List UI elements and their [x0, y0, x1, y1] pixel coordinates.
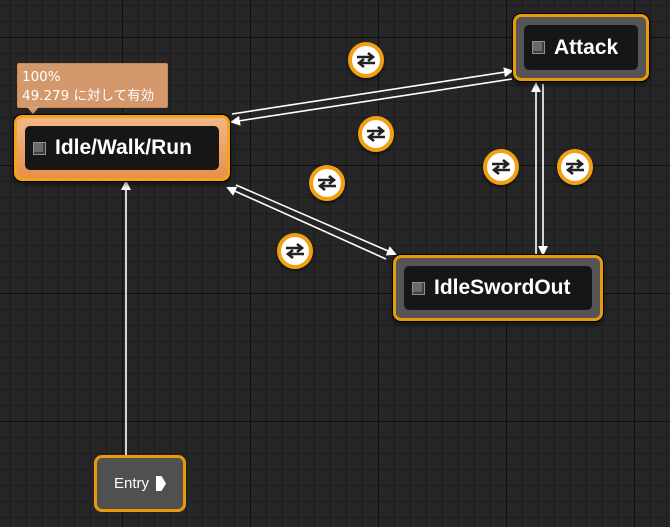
transition-icon-idle-walk-run-to-attack[interactable]: [348, 42, 384, 78]
state-debug-tooltip: 100% 49.279 に対して有効: [17, 63, 168, 108]
bidirectional-arrows-icon: [366, 125, 386, 143]
state-node-attack[interactable]: Attack: [513, 14, 649, 81]
wire-idle-walk-run-to-attack: [231, 67, 514, 115]
transition-icon-idle-sword-out-to-idle-walk-run[interactable]: [277, 233, 313, 269]
state-label-attack: Attack: [554, 35, 619, 59]
tooltip-time-active: 49.279 に対して有効: [22, 88, 155, 104]
transition-icon-attack-to-idle-sword-out[interactable]: [557, 149, 593, 185]
bidirectional-arrows-icon: [317, 174, 337, 192]
state-label-idle-walk-run: Idle/Walk/Run: [55, 136, 192, 159]
tooltip-pointer: [27, 107, 39, 114]
state-icon: [532, 41, 545, 54]
entry-label: Entry: [113, 475, 149, 492]
state-node-idle-walk-run[interactable]: Idle/Walk/Run: [14, 115, 230, 181]
state-icon: [33, 141, 46, 155]
state-label-idle-sword-out: IdleSwordOut: [434, 276, 571, 299]
bidirectional-arrows-icon: [285, 242, 305, 260]
transition-icon-idle-walk-run-to-idle-sword-out[interactable]: [309, 165, 345, 201]
entry-pin-icon[interactable]: [156, 476, 166, 491]
state-icon: [412, 281, 425, 295]
bidirectional-arrows-icon: [491, 158, 511, 176]
transition-icon-attack-to-idle-walk-run[interactable]: [358, 116, 394, 152]
state-node-idle-sword-out[interactable]: IdleSwordOut: [393, 255, 603, 321]
state-node-body: Attack: [524, 25, 638, 70]
bidirectional-arrows-icon: [356, 51, 376, 69]
state-node-body: IdleSwordOut: [404, 266, 592, 310]
tooltip-weight: 100%: [22, 69, 61, 85]
state-node-body: Idle/Walk/Run: [25, 126, 219, 170]
transition-icon-idle-sword-out-to-attack[interactable]: [483, 149, 519, 185]
bidirectional-arrows-icon: [565, 158, 585, 176]
entry-node[interactable]: Entry: [94, 455, 186, 512]
